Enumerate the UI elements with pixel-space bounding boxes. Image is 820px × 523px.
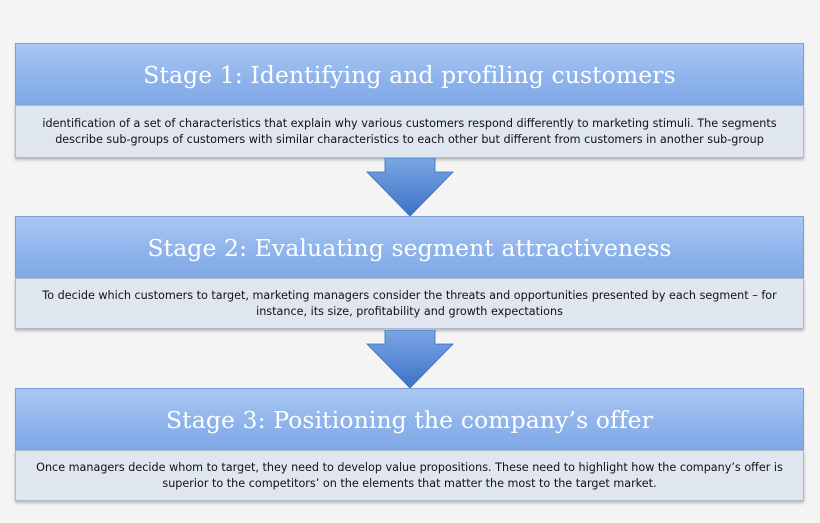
stage-3: Stage 3: Positioning the company’s offer… bbox=[15, 388, 804, 501]
stage-2-body: To decide which customers to target, mar… bbox=[15, 278, 804, 329]
stage-2-description: To decide which customers to target, mar… bbox=[42, 289, 777, 318]
down-arrow-icon bbox=[366, 330, 454, 389]
stage-2: Stage 2: Evaluating segment attractivene… bbox=[15, 216, 804, 329]
stage-3-description: Once managers decide whom to target, the… bbox=[36, 461, 783, 490]
stage-1-description: identification of a set of characteristi… bbox=[42, 117, 777, 146]
stage-2-title: Stage 2: Evaluating segment attractivene… bbox=[147, 233, 672, 262]
stage-1-body: identification of a set of characteristi… bbox=[15, 105, 804, 158]
stage-3-title: Stage 3: Positioning the company’s offer bbox=[165, 405, 653, 434]
stage-2-header: Stage 2: Evaluating segment attractivene… bbox=[15, 216, 804, 278]
stage-3-header: Stage 3: Positioning the company’s offer bbox=[15, 388, 804, 450]
stage-3-body: Once managers decide whom to target, the… bbox=[15, 450, 804, 501]
stage-1-title: Stage 1: Identifying and profiling custo… bbox=[143, 60, 676, 89]
down-arrow-icon bbox=[366, 158, 454, 217]
stage-1-header: Stage 1: Identifying and profiling custo… bbox=[15, 43, 804, 105]
stage-1: Stage 1: Identifying and profiling custo… bbox=[15, 43, 804, 158]
